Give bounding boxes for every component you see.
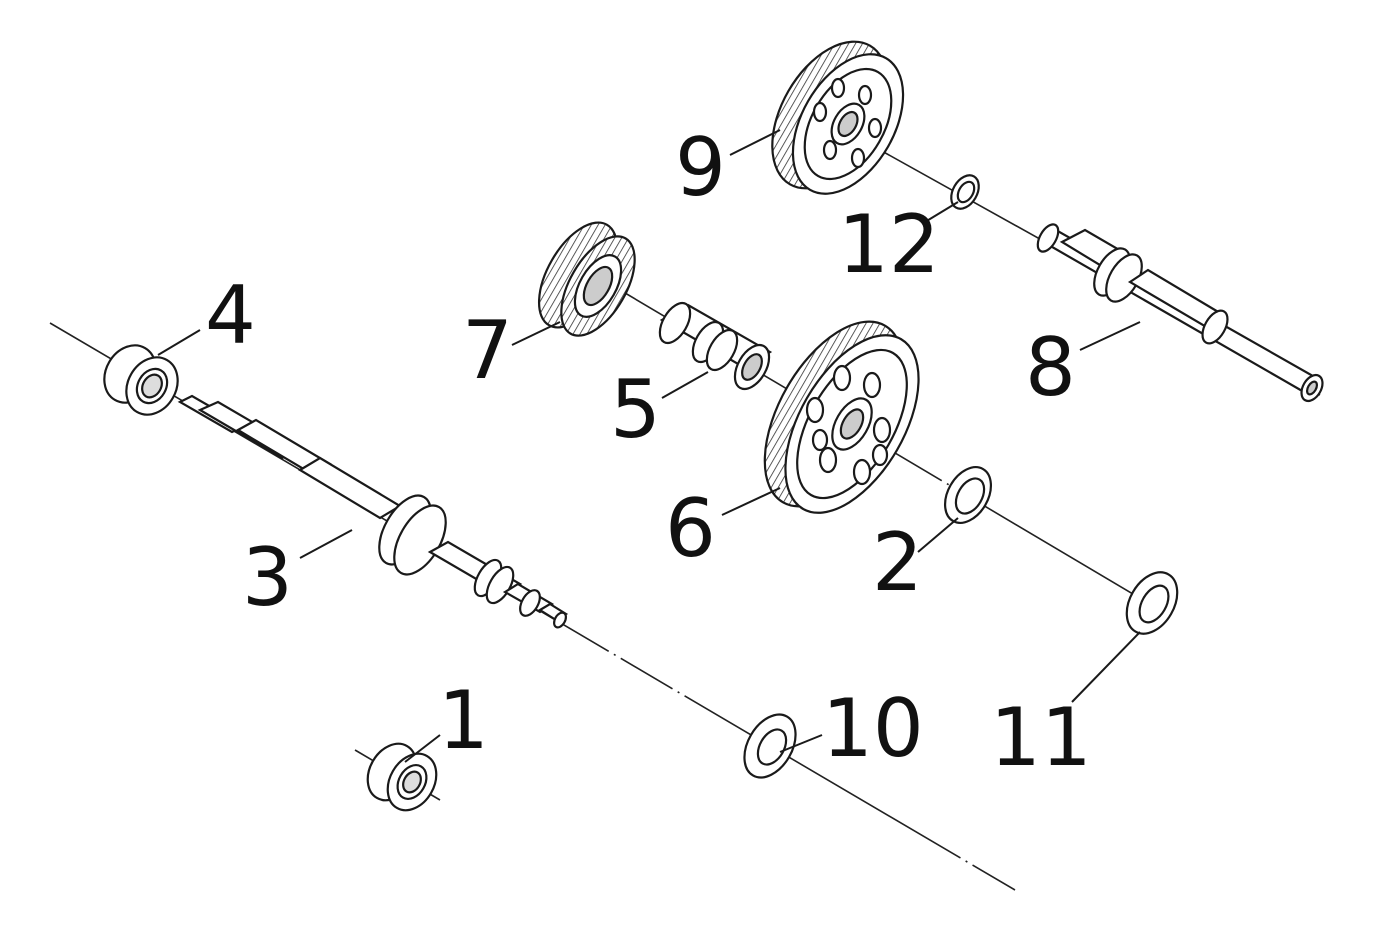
callout-numbers: 1 2 3 4 5 6 7 8 9 10 11 12 [205,121,1092,784]
leader-line-8 [1079,321,1141,351]
leader-line-7 [511,321,561,346]
washer-11 [1116,563,1187,642]
leader-line-11 [1071,631,1141,703]
leader-line-10 [779,734,823,753]
washer-2 [936,459,1001,531]
leader-line-2 [917,517,959,553]
callout-6: 6 [665,482,716,575]
leader-line-6 [721,487,781,516]
leader-line-12 [924,201,959,223]
callout-4: 4 [205,269,256,362]
leader-line-5 [661,371,709,399]
gear-6 [736,299,946,535]
gear-7 [523,210,650,348]
callout-8: 8 [1025,321,1076,414]
callout-9: 9 [675,121,726,214]
main-shaft-3 [180,396,568,629]
callout-10: 10 [822,682,924,775]
callout-2: 2 [872,516,923,609]
callout-11: 11 [990,691,1092,784]
oil-seal-4 [94,336,188,424]
leader-line-3 [299,529,353,559]
callout-1: 1 [438,674,489,767]
washer-10 [734,706,806,787]
callout-5: 5 [610,363,661,456]
oil-seal-1 [358,735,446,819]
leader-line-4 [157,329,201,356]
callout-12: 12 [838,198,940,291]
gear-9 [748,22,925,213]
output-shaft-8 [1034,221,1327,405]
collar-5 [654,298,777,395]
callout-3: 3 [242,531,293,624]
leader-line-9 [729,129,781,156]
ring-12 [946,170,985,213]
leader-line-1 [404,734,441,763]
callout-7: 7 [462,304,513,397]
leader-lines [157,129,1141,763]
